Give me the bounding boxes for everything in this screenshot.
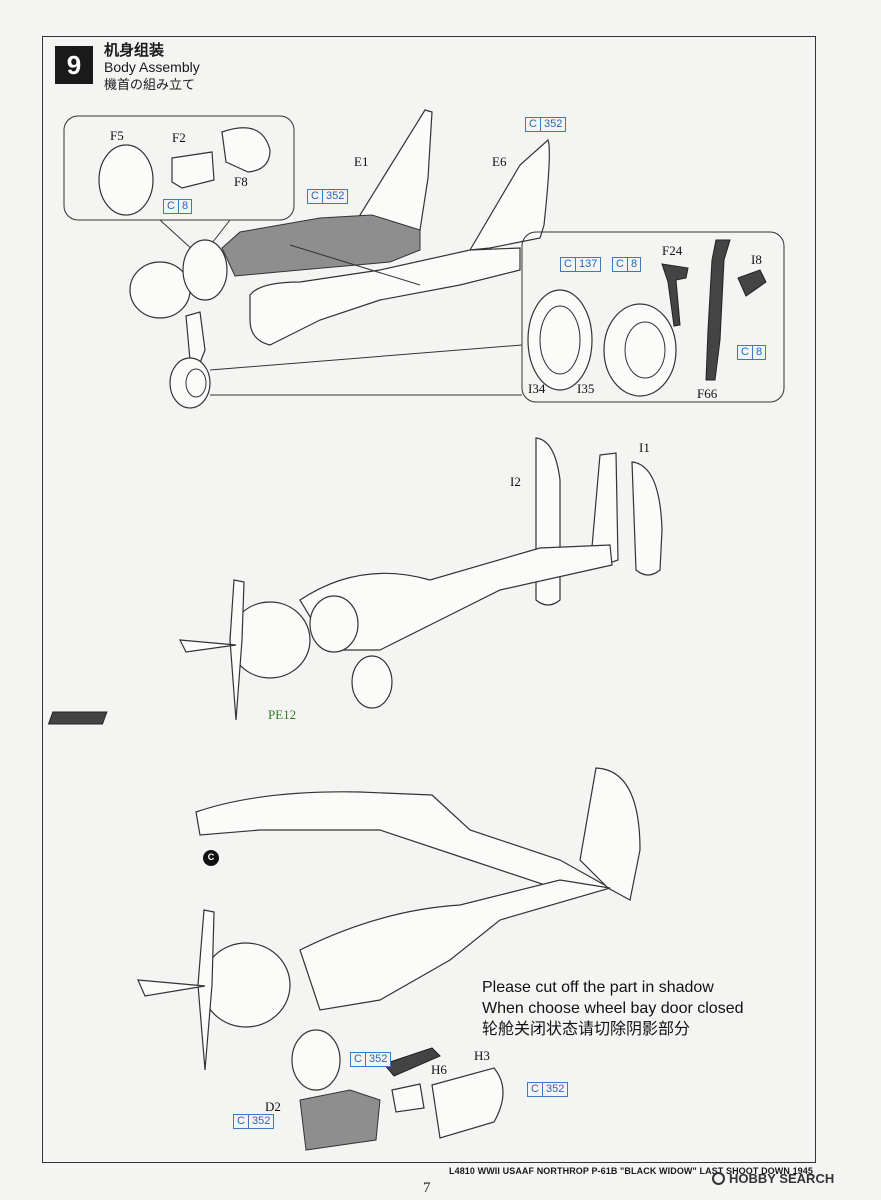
fuselage-lower: [299, 879, 611, 1011]
propeller-blade-mid: [229, 579, 245, 721]
wing-lower: [195, 791, 613, 891]
photo-etch-label: PE12: [268, 707, 297, 722]
part-label-h6: H6: [431, 1062, 447, 1077]
part-f2: [171, 151, 215, 189]
kit-footer: L4810 WWII USAAF NORTHROP P-61B "BLACK W…: [449, 1166, 813, 1176]
fuselage-mid: [299, 544, 613, 651]
note-line-3: 轮舱关闭状态请切除阴影部分: [482, 1021, 691, 1038]
watermark: HOBBY SEARCH: [712, 1171, 834, 1186]
fuselage-lower-half: [249, 247, 521, 346]
pe12-photo-etch: [47, 711, 108, 725]
tail-fin-e1: [359, 109, 433, 231]
part-f24-link: [661, 263, 689, 327]
propeller-blade-lower: [197, 909, 215, 1071]
part-label-i35: I35: [577, 381, 595, 396]
part-label-f66: F66: [697, 386, 718, 401]
main-wheel-lower: [291, 1029, 341, 1091]
part-label-f2: F2: [172, 130, 186, 145]
part-label-h3: H3: [474, 1048, 490, 1063]
step-title-zh: 机身组装: [104, 42, 165, 59]
part-h3-door: [431, 1067, 504, 1139]
page-frame: [42, 36, 816, 1163]
part-f5-bulkhead: [98, 144, 154, 216]
main-gear-strut: [705, 239, 731, 381]
watermark-logo-icon: [712, 1172, 725, 1185]
part-i1-panel: [631, 461, 663, 576]
nose-bulkhead: [182, 239, 228, 301]
part-f8: [221, 127, 271, 173]
step-number: 9: [55, 46, 93, 84]
step-title: 机身组装 Body Assembly 機首の組み立て: [104, 42, 200, 93]
nose-wheel: [169, 357, 211, 409]
part-label-d2: D2: [265, 1099, 281, 1114]
part-d2-door: [299, 1089, 381, 1151]
main-wheel-mid: [351, 655, 393, 709]
engine-cowling-lower: [201, 942, 291, 1028]
part-label-f5: F5: [110, 128, 124, 143]
part-i35-tire: [603, 303, 677, 397]
part-label-f8: F8: [234, 174, 248, 189]
part-label-e1: E1: [354, 154, 369, 169]
nose-cone: [129, 261, 191, 319]
part-label-i2: I2: [510, 474, 521, 489]
page-number: 7: [423, 1180, 431, 1196]
part-i34-hub: [527, 289, 593, 391]
tail-fin-lower: [579, 767, 641, 901]
tail-fin-e6: [468, 138, 550, 251]
part-label-i1: I1: [639, 440, 650, 455]
cut-instruction-note: Please cut off the part in shadow When c…: [482, 977, 744, 1040]
part-label-i8: I8: [751, 252, 762, 267]
part-label-f24: F24: [662, 243, 683, 258]
note-line-1: Please cut off the part in shadow: [482, 979, 714, 996]
marker-c-circle: [203, 850, 219, 866]
step-title-en: Body Assembly: [104, 59, 200, 75]
part-i8: [737, 269, 767, 297]
tail-fin-mid: [589, 452, 619, 571]
inset-callout-wheel: [521, 231, 785, 403]
fuselage-upper-half-shadow: [221, 214, 421, 277]
step-title-jp: 機首の組み立て: [104, 77, 196, 92]
note-line-2: When choose wheel bay door closed: [482, 1000, 744, 1017]
nose-gear-strut: [185, 311, 206, 370]
part-label-e6: E6: [492, 154, 507, 169]
marker-c-letter: C: [207, 852, 215, 862]
part-h6: [383, 1047, 441, 1077]
inset-callout-nose: [63, 115, 295, 221]
part-label-i34: I34: [528, 381, 546, 396]
